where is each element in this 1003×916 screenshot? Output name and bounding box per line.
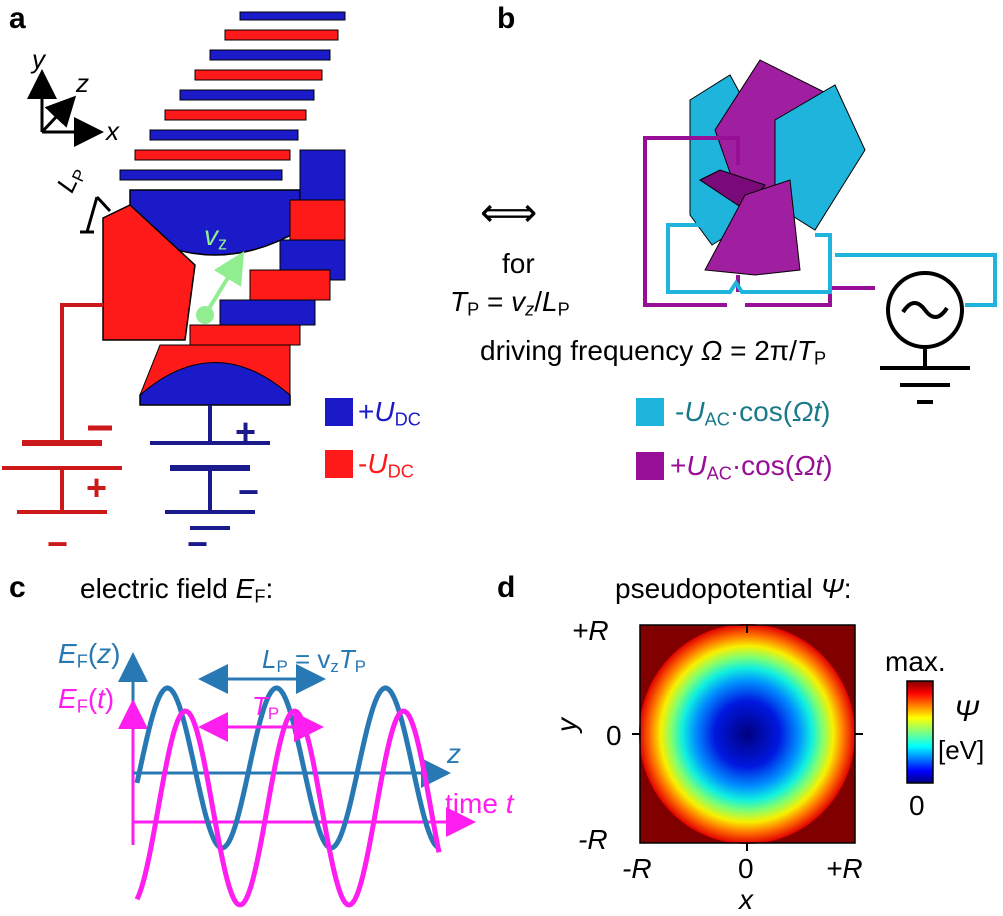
y-tick-top: +R [572,615,609,646]
x-tick-right: +R [826,853,863,884]
upper-electrode-stack [119,11,346,256]
panel-d-title: pseudopotential Ψ: [615,573,852,604]
red-minus-sign: − [47,523,69,564]
legend-swatch-cyan [636,398,664,426]
tp-equation: TP = vz/LP [450,286,570,320]
et-label: EF(t) [58,683,115,717]
dc-circuit-blue [150,405,270,530]
legend-plus-uac: +UAC·cos(Ωt) [670,450,833,484]
vz-label: vz [204,220,228,254]
legend-minus-udc: -UDC [358,448,414,482]
ez-label: EF(z) [58,638,121,672]
field-plot [118,652,476,908]
wave-et [134,708,442,908]
colorbar-min-label: 0 [909,790,925,821]
panel-label-d: d [497,571,516,604]
x-tick-zero: 0 [738,853,754,884]
panel-c-title: electric field EF: [80,573,274,607]
particle [196,306,214,324]
lp-bracket [80,195,112,234]
pseudopotential-map [632,624,863,851]
axis-label-x: x [106,116,119,146]
lower-electrode-stack [139,149,346,406]
x-axis-label: x [739,884,753,915]
blue-minus-sign-bottom: − [187,523,209,564]
tp-label: TP [252,691,280,724]
lp-vt-label: LP = vzTP [262,644,367,677]
ac-electrodes [689,59,866,276]
blue-minus-sign: − [238,471,260,512]
velocity-arrow [203,251,245,317]
colorbar-unit-label: [eV] [938,735,985,765]
y-axis-label: y [551,718,582,732]
for-text: for [502,248,535,279]
driving-frequency-text: driving frequency Ω = 2π/TP [480,335,827,369]
panel-label-a: a [9,2,26,35]
legend-minus-uac: -UAC·cos(Ωt) [675,396,831,430]
time-axis-label: time t [445,788,514,819]
legend-swatch-red [325,450,353,478]
blue-plus-sign: + [235,411,257,452]
legend-swatch-purple [636,452,664,480]
axis-label-y: y [32,44,45,74]
colorbar-psi-label: Ψ [954,695,979,728]
y-tick-bottom: -R [578,824,608,855]
panel-label-b: b [497,2,516,35]
equivalence-arrow: ⟺ [480,191,538,235]
x-tick-left: -R [622,853,652,884]
ac-circuit-cyan [666,223,997,307]
wave-ez [134,685,441,851]
colorbar [906,680,934,784]
legend-plus-udc: +UDC [358,396,421,430]
ac-source [880,271,970,404]
colorbar-max-label: max. [885,646,946,677]
dc-circuit-red [2,303,122,514]
axis-label-z: z [76,68,89,98]
red-plus-sign: + [86,467,108,508]
legend-swatch-blue [325,398,353,426]
coordinate-axes [27,69,104,147]
y-tick-zero: 0 [606,720,622,751]
z-axis-label: z [447,738,461,769]
panel-label-c: c [9,571,26,604]
left-electrode [102,204,196,341]
